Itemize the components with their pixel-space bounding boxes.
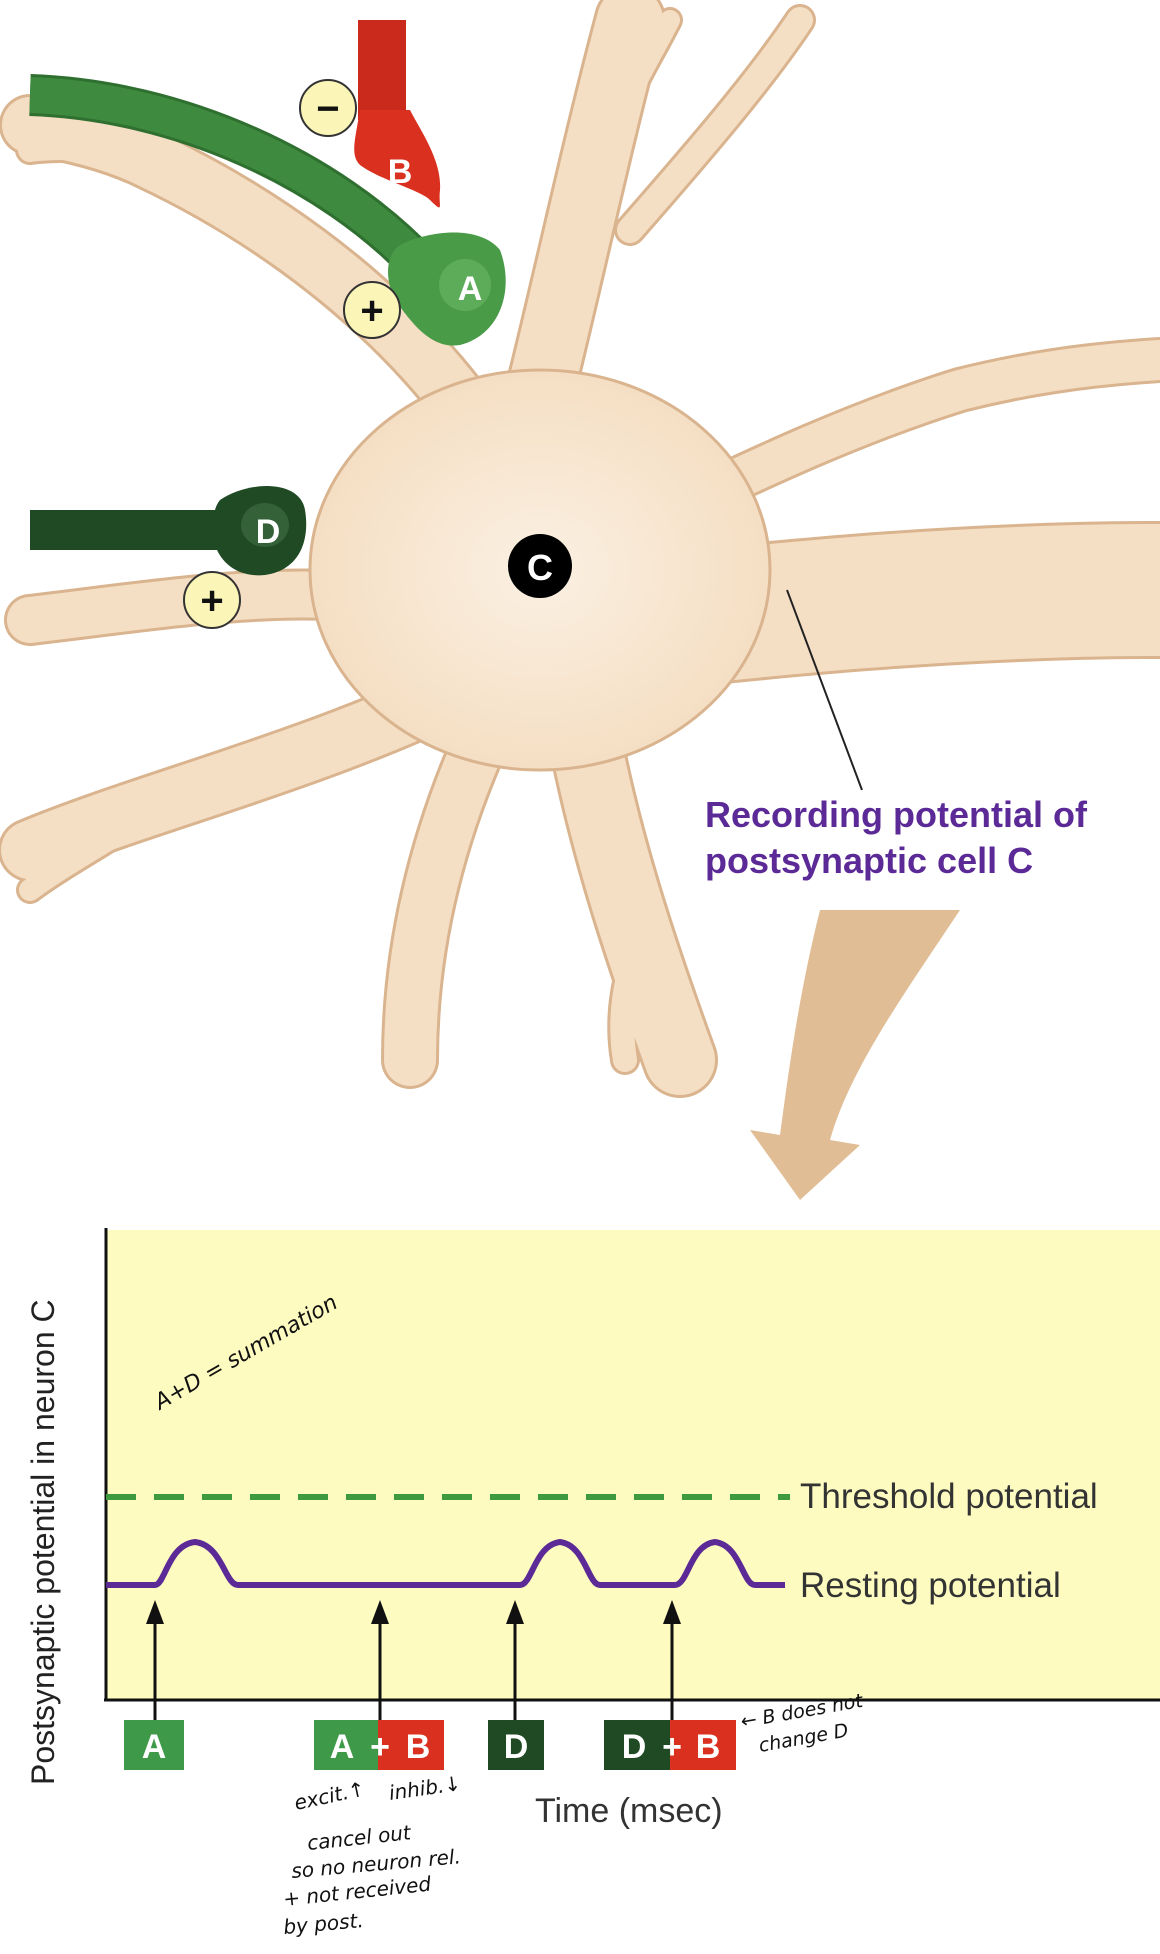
excitatory-sign-badge-d: + bbox=[183, 571, 241, 629]
recording-label-line1: Recording potential of bbox=[705, 794, 1088, 835]
potential-trace bbox=[106, 1539, 785, 1588]
terminal-d-label: D bbox=[256, 513, 281, 551]
axon-terminal-b bbox=[354, 110, 441, 208]
note-excit: excit.↑ bbox=[292, 1777, 367, 1815]
note-inhib: inhib.↓ bbox=[387, 1771, 462, 1805]
svg-text:B: B bbox=[696, 1728, 721, 1766]
stimulus-a: A bbox=[124, 1720, 184, 1770]
terminal-b-label: B bbox=[388, 153, 413, 191]
svg-text:D: D bbox=[504, 1728, 529, 1766]
recording-label-line2: postsynaptic cell C bbox=[705, 840, 1033, 881]
svg-text:B: B bbox=[406, 1728, 431, 1766]
svg-text:A: A bbox=[142, 1728, 167, 1766]
svg-text:−: − bbox=[316, 87, 339, 131]
svg-text:+: + bbox=[200, 579, 223, 623]
y-axis-label: Postsynaptic potential in neuron C bbox=[25, 1299, 61, 1785]
axon-a bbox=[29, 74, 506, 346]
excitatory-sign-badge-a: + bbox=[343, 281, 401, 339]
stimulus-a-plus-b: A + B bbox=[314, 1720, 444, 1770]
x-axis-label: Time (msec) bbox=[535, 1792, 723, 1830]
axon-d bbox=[30, 486, 307, 576]
inhibitory-sign-badge: − bbox=[299, 79, 357, 137]
cell-c-marker bbox=[508, 534, 572, 598]
stimulus-arrows bbox=[146, 1600, 681, 1728]
svg-text:A: A bbox=[330, 1728, 355, 1766]
svg-text:+: + bbox=[370, 1728, 390, 1766]
threshold-label: Threshold potential bbox=[800, 1477, 1098, 1516]
graph-plot-area bbox=[106, 1230, 1160, 1700]
axon-b bbox=[354, 20, 441, 208]
svg-text:+: + bbox=[662, 1728, 682, 1766]
recording-arrow bbox=[750, 910, 960, 1200]
resting-label: Resting potential bbox=[800, 1566, 1061, 1605]
stimulus-d: D bbox=[488, 1720, 544, 1770]
svg-text:+: + bbox=[360, 289, 383, 333]
svg-text:D: D bbox=[622, 1728, 647, 1766]
recording-pointer-line bbox=[786, 589, 863, 791]
note-cancel-4: by post. bbox=[282, 1908, 364, 1939]
terminal-a-label: A bbox=[458, 270, 483, 308]
stimulus-d-plus-b: D + B bbox=[604, 1720, 736, 1770]
cell-c-label: C bbox=[527, 547, 553, 588]
